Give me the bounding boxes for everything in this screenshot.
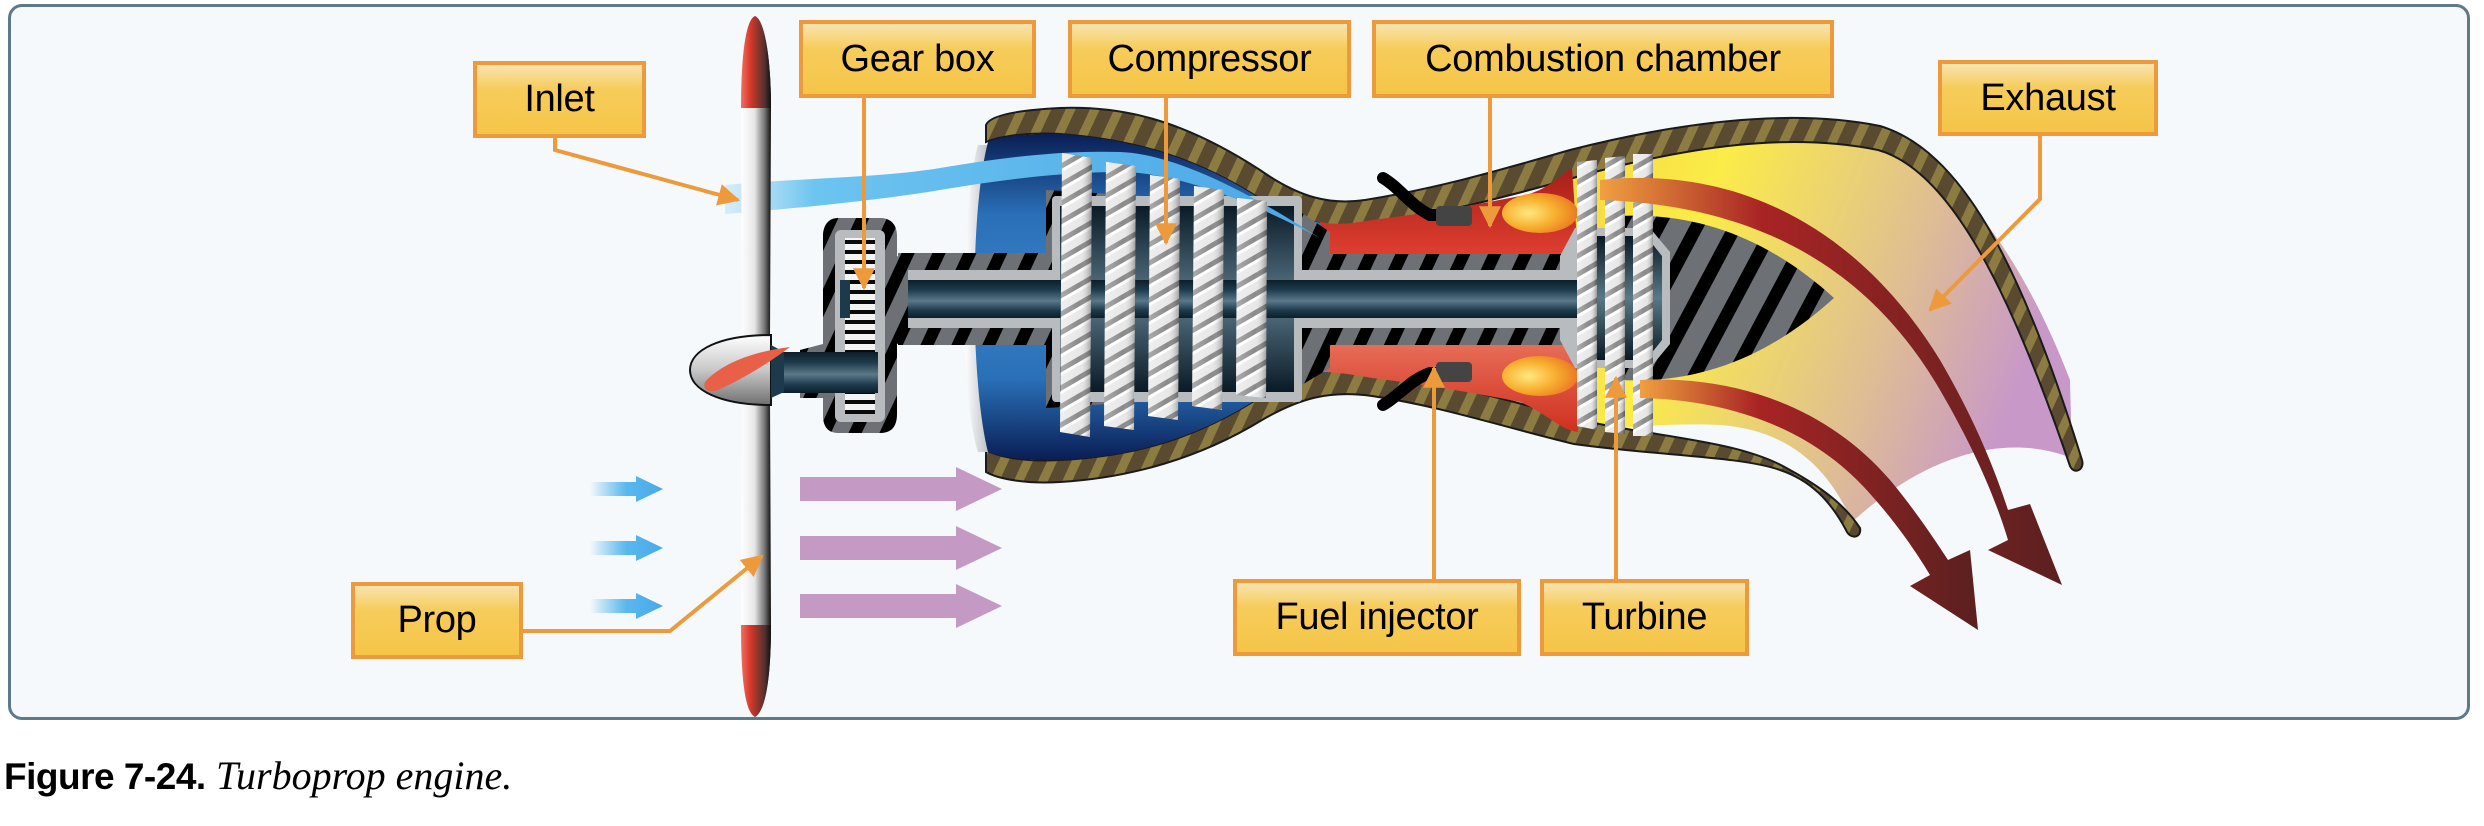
turbine-stage: [1633, 154, 1653, 436]
turbine-stage: [1605, 156, 1625, 434]
fuel-line-upper: [1377, 172, 1444, 221]
label-inlet: Inlet: [473, 61, 646, 138]
prop-wash-arrow: [800, 467, 1002, 511]
label-prop-text: Prop: [397, 599, 477, 641]
intake-arrows: [590, 476, 663, 619]
drive-gear-hub: [840, 280, 850, 318]
label-combustion-chamber: Combustion chamber: [1372, 20, 1834, 98]
flame-upper: [1502, 193, 1578, 233]
prop-wash-arrow: [800, 526, 1002, 570]
label-prop: Prop: [351, 582, 523, 659]
turbine-stage: [1577, 160, 1597, 430]
label-turbine: Turbine: [1540, 579, 1749, 656]
propeller: [688, 16, 790, 717]
exhaust-leader: [1928, 136, 2042, 312]
intake-arrow: [590, 535, 663, 561]
inlet-airflow: [725, 151, 1320, 238]
figure-title: Turboprop engine.: [215, 753, 513, 798]
compressor-stage: [1060, 153, 1092, 437]
prop-wash-arrows: [800, 467, 1002, 628]
intake-arrow: [590, 476, 663, 502]
label-exhaust-text: Exhaust: [1980, 76, 2116, 119]
exhaust-arrow: [1640, 379, 1978, 630]
label-turbine-text: Turbine: [1581, 596, 1708, 638]
label-compressor: Compressor: [1068, 20, 1351, 98]
fuel-injector-upper: [1436, 206, 1472, 226]
prop-wash-arrow: [800, 584, 1002, 628]
spinner-highlight: [704, 347, 790, 392]
exhaust-arrow: [1600, 177, 2062, 585]
gear-box-assembly: [771, 218, 908, 433]
figure-number: Figure 7-24.: [4, 756, 206, 797]
combustion-chamber-shapes: [1320, 168, 1578, 432]
prop-tip-lower: [741, 625, 771, 717]
label-exhaust: Exhaust: [1938, 60, 2158, 136]
fuel-injector-lower: [1436, 362, 1472, 382]
label-gear-box: Gear box: [799, 20, 1036, 98]
figure-caption: Figure 7-24. Turboprop engine.: [4, 752, 512, 799]
prop-shaft: [771, 352, 878, 393]
flame-lower: [1502, 356, 1578, 396]
turbine-blades: [1577, 154, 1653, 436]
intake-arrow: [590, 593, 663, 619]
exhaust-arrows: [1600, 177, 2062, 630]
leader-lines: [523, 98, 2042, 633]
prop-leader: [523, 554, 764, 633]
label-fuel-injector-text: Fuel injector: [1275, 596, 1479, 638]
compressor-stage: [1236, 198, 1267, 398]
compressor-blades: [1060, 153, 1267, 437]
inlet-leader: [553, 138, 741, 206]
compressor-stage: [1192, 186, 1224, 410]
label-fuel-injector: Fuel injector: [1233, 579, 1521, 656]
label-gear-box-text: Gear box: [840, 37, 995, 80]
prop-tip-upper: [741, 16, 771, 108]
compressor-stage: [1104, 162, 1136, 430]
label-inlet-text: Inlet: [524, 78, 595, 120]
label-combustion-chamber-text: Combustion chamber: [1425, 37, 1781, 80]
label-compressor-text: Compressor: [1107, 37, 1312, 80]
exhaust-cone: [1620, 215, 1834, 381]
